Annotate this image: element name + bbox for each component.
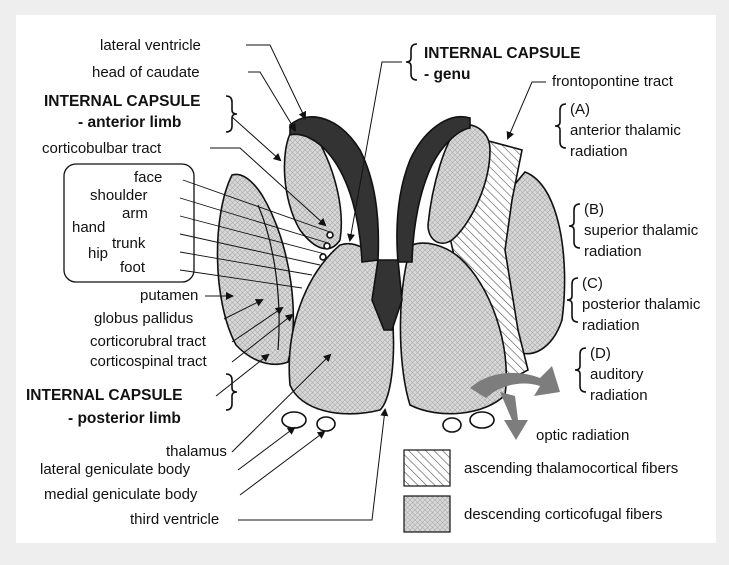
label-ic-posterior-title: INTERNAL CAPSULE xyxy=(26,387,182,404)
label-corticorubral: corticorubral tract xyxy=(90,333,207,350)
label-hip: hip xyxy=(88,245,108,262)
label-corticospinal: corticospinal tract xyxy=(90,353,208,370)
label-shoulder: shoulder xyxy=(90,187,148,204)
label-d-line2: radiation xyxy=(590,387,648,404)
legend-label-ascending: ascending thalamocortical fibers xyxy=(464,460,678,477)
label-putamen: putamen xyxy=(140,287,198,304)
label-ic-anterior-limb: - anterior limb xyxy=(78,114,181,131)
label-third-ventricle: third ventricle xyxy=(130,511,219,528)
label-foot: foot xyxy=(120,259,146,276)
label-c-line1: posterior thalamic xyxy=(582,296,701,313)
legend-swatch-ascending xyxy=(404,450,450,486)
label-face: face xyxy=(134,169,162,186)
legend-label-descending: descending corticofugal fibers xyxy=(464,506,662,523)
label-d-line1: auditory xyxy=(590,366,644,383)
label-b-line2: radiation xyxy=(584,243,642,260)
legend-swatch-descending xyxy=(404,496,450,532)
label-ic-posterior-limb: - posterior limb xyxy=(68,410,181,427)
label-a-tag: (A) xyxy=(570,101,590,118)
label-lateral-geniculate: lateral geniculate body xyxy=(40,461,191,478)
label-trunk: trunk xyxy=(112,235,146,252)
label-globus-pallidus: globus pallidus xyxy=(94,310,193,327)
label-ic-genu: - genu xyxy=(424,66,471,83)
label-hand: hand xyxy=(72,219,105,236)
label-a-line2: radiation xyxy=(570,143,628,160)
label-c-tag: (C) xyxy=(582,275,603,292)
label-lateral-ventricle: lateral ventricle xyxy=(100,37,201,54)
label-d-tag: (D) xyxy=(590,345,611,362)
label-b-tag: (B) xyxy=(584,201,604,218)
label-medial-geniculate: medial geniculate body xyxy=(44,486,198,503)
label-ic-genu-title: INTERNAL CAPSULE xyxy=(424,45,580,62)
label-corticobulbar: corticobulbar tract xyxy=(42,140,162,157)
left-lateral-geniculate xyxy=(282,412,306,428)
label-ic-anterior-title: INTERNAL CAPSULE xyxy=(44,93,200,110)
label-optic-radiation: optic radiation xyxy=(536,427,629,444)
label-thalamus: thalamus xyxy=(166,443,227,460)
label-a-line1: anterior thalamic xyxy=(570,122,681,139)
label-arm: arm xyxy=(122,205,148,222)
left-medial-geniculate xyxy=(317,417,335,431)
label-frontopontine: frontopontine tract xyxy=(552,73,674,90)
label-head-of-caudate: head of caudate xyxy=(92,64,200,81)
right-lateral-geniculate xyxy=(470,412,494,428)
label-c-line2: radiation xyxy=(582,317,640,334)
right-medial-geniculate xyxy=(443,418,461,432)
label-b-line1: superior thalamic xyxy=(584,222,699,239)
